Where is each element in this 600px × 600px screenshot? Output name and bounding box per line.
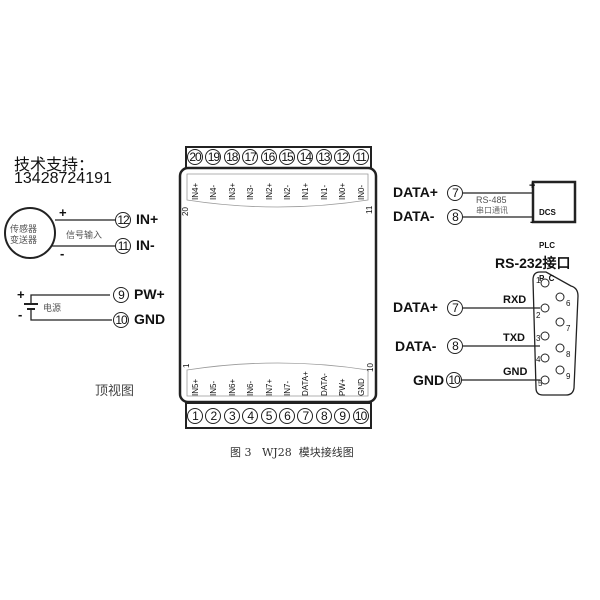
- terminal-8: 8: [315, 408, 332, 424]
- terminal-label: GND: [356, 378, 366, 396]
- db9-pin-2: 2: [536, 311, 541, 320]
- rs232-terminal-8: 8: [447, 338, 463, 354]
- terminal-label: IN6-: [246, 380, 256, 396]
- terminal-label: DATA+: [301, 371, 311, 396]
- rs232-data-minus-label: DATA-: [395, 338, 437, 354]
- terminal-label: IN6+: [227, 378, 237, 396]
- db9-pin-8: 8: [566, 350, 571, 359]
- terminal-12: 12: [334, 149, 351, 165]
- rs232-gnd-label: GND: [413, 372, 445, 388]
- db9-pin-7: 7: [566, 324, 571, 333]
- terminal-9: 9: [334, 408, 351, 424]
- terminal-label: IN5+: [191, 378, 200, 396]
- gnd-signal-label: GND: [503, 366, 528, 378]
- figure-caption: 图 3 WJ28 模块接线图: [230, 446, 354, 459]
- terminal-3: 3: [223, 408, 240, 424]
- txd-label: TXD: [503, 332, 525, 344]
- terminal-label: IN0-: [356, 184, 366, 200]
- terminal-14: 14: [297, 149, 314, 165]
- rs232-data-plus-label: DATA+: [393, 299, 438, 315]
- db9-pin-9: 9: [566, 372, 571, 381]
- top-view-label: 顶视图: [95, 384, 135, 399]
- plc-device-box: DCS PLC P C: [539, 185, 556, 295]
- terminal-label: DATA-: [319, 373, 329, 396]
- pw-plus-label: PW+: [134, 286, 165, 302]
- terminal-15: 15: [279, 149, 295, 165]
- rs485-terminal-8: 8: [447, 209, 463, 225]
- top-corner-right: 11: [365, 205, 374, 214]
- terminal-label: IN1-: [319, 184, 329, 200]
- gnd-label: GND: [134, 311, 166, 327]
- power-plus: +: [17, 287, 25, 302]
- terminal-label: IN3+: [227, 182, 237, 200]
- terminal-label: IN7-: [283, 380, 292, 396]
- terminal-6: 6: [279, 408, 295, 424]
- device-pc: P C: [539, 274, 555, 283]
- rs485-sublabel: 串口通讯: [476, 206, 508, 215]
- terminal-7: 7: [297, 408, 314, 424]
- power-minus: -: [18, 307, 23, 322]
- db9-pin-4: 4: [536, 355, 541, 364]
- terminal-label: IN7+: [264, 378, 274, 396]
- sensor-circle: [4, 207, 56, 259]
- terminal-label: IN1+: [301, 182, 311, 200]
- terminal-2: 2: [205, 408, 222, 424]
- rxd-label: RXD: [503, 294, 527, 306]
- terminal-10: 10: [352, 408, 369, 424]
- terminal-label: IN4-: [209, 184, 219, 200]
- rs485-data-minus-label: DATA-: [393, 208, 435, 224]
- terminal-label: IN0+: [338, 182, 348, 200]
- support-label: 技术支持：: [14, 157, 95, 174]
- bottom-corner-right: 10: [366, 363, 375, 372]
- terminal-19: 19: [205, 149, 222, 165]
- terminal-11: 11: [352, 149, 369, 165]
- db9-pin-3: 3: [536, 334, 541, 343]
- device-dcs: DCS: [539, 208, 556, 217]
- support-phone: 13428724191: [14, 170, 112, 187]
- terminal-5: 5: [260, 408, 277, 424]
- rs232-terminal-7: 7: [447, 300, 463, 316]
- terminal-10: 10: [113, 312, 129, 328]
- terminal-11: 11: [115, 238, 131, 254]
- terminal-label: IN5-: [209, 380, 219, 396]
- terminal-13: 13: [315, 149, 332, 165]
- terminal-label: IN2-: [283, 184, 292, 200]
- rs485-minus: -: [530, 216, 534, 228]
- db9-pin-5: 5: [538, 379, 543, 388]
- top-corner-left: 20: [181, 207, 190, 216]
- terminal-9: 9: [113, 287, 129, 303]
- sensor-plus: +: [59, 205, 67, 220]
- terminal-label: IN3-: [246, 184, 256, 200]
- terminal-12: 12: [115, 212, 131, 228]
- terminal-1: 1: [187, 408, 203, 424]
- rs485-data-plus-label: DATA+: [393, 184, 438, 200]
- terminal-20: 20: [187, 149, 203, 165]
- power-label: 电源: [43, 304, 62, 314]
- db9-pin-1: 1: [536, 276, 541, 285]
- rs485-label: RS-485: [476, 195, 507, 205]
- in-plus-label: IN+: [136, 211, 159, 227]
- terminal-18: 18: [223, 149, 240, 165]
- sensor-minus: -: [60, 246, 65, 261]
- rs485-terminal-7: 7: [447, 185, 463, 201]
- in-minus-label: IN-: [136, 237, 155, 253]
- rs485-plus: +: [529, 180, 536, 192]
- bottom-corner-left: 1: [182, 363, 191, 368]
- terminal-4: 4: [242, 408, 259, 424]
- terminal-label: IN4+: [191, 182, 200, 200]
- terminal-label: IN2+: [264, 182, 274, 200]
- terminal-17: 17: [242, 149, 259, 165]
- rs232-terminal-10: 10: [446, 372, 462, 388]
- sensor-label-1: 传感器: [10, 225, 38, 235]
- db9-pin-6: 6: [566, 299, 571, 308]
- device-plc: PLC: [539, 241, 555, 250]
- terminal-label: PW+: [338, 378, 348, 396]
- signal-input-label: 信号输入: [66, 231, 103, 241]
- terminal-16: 16: [260, 149, 277, 165]
- sensor-label-2: 变送器: [10, 236, 38, 246]
- rs232-title: RS-232接口: [495, 255, 571, 271]
